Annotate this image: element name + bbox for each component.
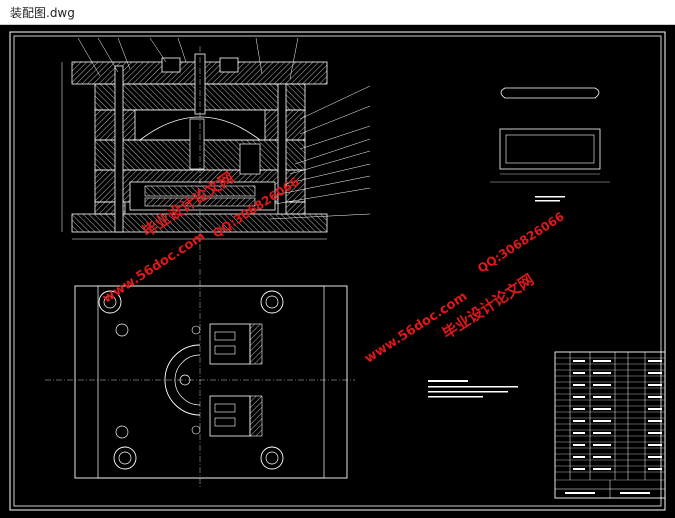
drawing-inner-frame [13,35,662,507]
small-notes [535,196,565,202]
drawing-canvas[interactable]: 毕业设计论文网 www.56doc.com QQ:306826066 毕业设计论… [0,24,675,514]
drawing-frame [9,31,666,511]
bom-rows [555,357,665,481]
part-view [490,87,610,183]
technical-notes [428,380,518,398]
bom-cell-marks [565,360,662,494]
plan-view [45,269,355,489]
section-view [61,37,371,264]
window-title: 装配图.dwg [10,6,75,20]
title-block [554,351,666,499]
window-titlebar: 装配图.dwg [0,0,675,25]
